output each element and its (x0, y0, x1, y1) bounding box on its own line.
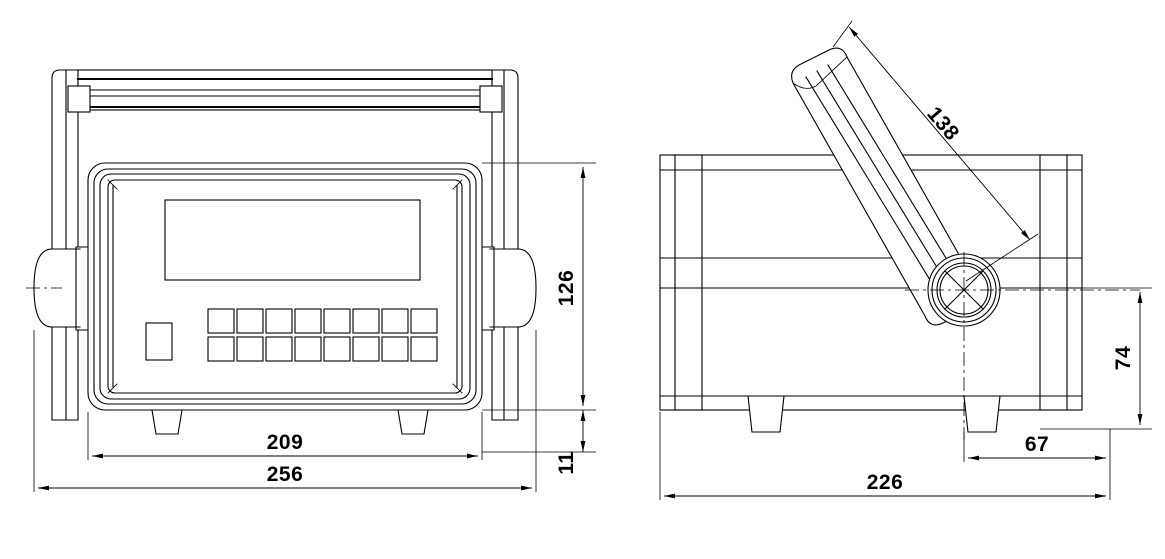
dim-226-label: 226 (867, 471, 904, 494)
dim-126-label: 126 (555, 270, 578, 307)
keypad-key[interactable] (207, 308, 235, 334)
keypad-key[interactable] (236, 308, 264, 334)
dim-11-label: 11 (555, 451, 578, 474)
keypad-key[interactable] (410, 308, 438, 334)
left-bracket (51, 69, 79, 421)
keypad-key[interactable] (236, 336, 264, 362)
left-foot (151, 409, 183, 435)
dim-67-label: 67 (1025, 433, 1049, 456)
keypad-key[interactable] (352, 336, 380, 362)
keypad[interactable] (207, 308, 438, 362)
side-right-bracket (1039, 154, 1068, 411)
keypad-key[interactable] (265, 336, 293, 362)
dim-67: 67 (963, 429, 1111, 462)
side-view-feet (747, 395, 1001, 433)
side-view (659, 47, 1140, 440)
pivot-hub (905, 252, 1140, 440)
front-view-feet (151, 409, 429, 435)
keypad-key[interactable] (207, 336, 235, 362)
side-right-foot (963, 395, 1001, 433)
side-left-foot (747, 395, 785, 433)
keypad-key[interactable] (323, 336, 351, 362)
keypad-key[interactable] (381, 308, 409, 334)
keypad-key[interactable] (381, 336, 409, 362)
dim-74-label: 74 (1112, 346, 1135, 370)
right-bracket (491, 69, 519, 421)
dim-138-label: 138 (922, 102, 963, 145)
display-window (164, 199, 421, 281)
dim-209-label: 209 (267, 431, 304, 454)
front-view-dimensions: 209 256 126 11 (33, 162, 596, 492)
carry-handle-bar (67, 69, 503, 113)
front-view (26, 69, 537, 435)
keypad-key[interactable] (294, 308, 322, 334)
keypad-key[interactable] (294, 336, 322, 362)
keypad-key[interactable] (352, 308, 380, 334)
keypad-key[interactable] (265, 308, 293, 334)
keypad-key[interactable] (323, 308, 351, 334)
side-left-bracket (674, 154, 703, 411)
right-foot (397, 409, 429, 435)
dim-126: 126 (555, 167, 586, 406)
function-key[interactable] (145, 322, 173, 361)
dim-256: 256 (38, 463, 532, 491)
dim-256-label: 256 (267, 463, 304, 486)
dim-226: 226 (659, 412, 1111, 500)
dim-209: 209 (92, 431, 478, 459)
keypad-key[interactable] (410, 336, 438, 362)
dim-74: 74 (1040, 287, 1152, 430)
dim-11: 11 (555, 410, 586, 475)
